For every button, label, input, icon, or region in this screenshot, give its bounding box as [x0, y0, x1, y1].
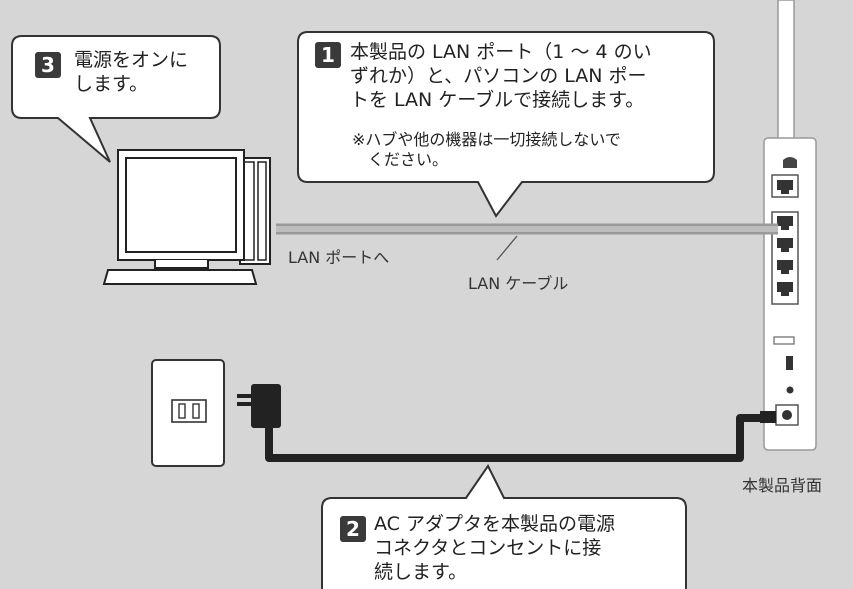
callout-step-1	[297, 31, 715, 218]
step-2-text: AC アダプタを本製品の電源 コネクタとコンセントに接 続します。	[374, 513, 615, 583]
lan-port-label: LAN ポートへ	[288, 248, 390, 267]
step-3-number: 3	[35, 52, 61, 78]
ac-adapter	[237, 384, 776, 462]
callout-step-2	[321, 464, 687, 589]
router-antenna	[777, 0, 795, 151]
lan-cable-label: LAN ケーブル	[468, 274, 569, 293]
router-back-label: 本製品背面	[742, 476, 823, 495]
callout-step-3	[11, 35, 221, 163]
computer	[102, 149, 271, 285]
step-1-note: ※ハブや他の機器は一切接続しないで ください。	[352, 130, 621, 169]
lan-cable	[276, 223, 778, 261]
step-3-text: 電源をオンに します。	[74, 49, 189, 95]
step-2-number: 2	[340, 516, 366, 542]
router-back-panel	[763, 137, 817, 451]
step-1-number: 1	[315, 42, 341, 68]
step-1-text: 本製品の LAN ポート（1 ～ 4 のい ずれか）と、パソコンの LAN ポー…	[350, 41, 652, 111]
router-power-jack	[775, 404, 799, 426]
wall-outlet	[151, 359, 225, 467]
